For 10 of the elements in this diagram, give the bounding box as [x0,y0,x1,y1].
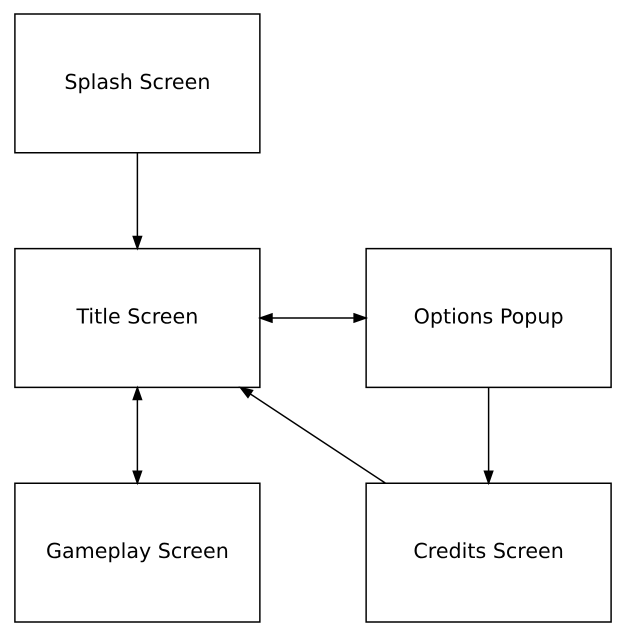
node-box: Credits Screen [365,482,612,623]
node-box: Options Popup [365,248,612,388]
arrow [132,153,143,251]
node-box: Title Screen [14,248,261,388]
arrow [132,386,143,486]
node-box: Splash Screen [14,13,261,154]
arrow [483,388,494,486]
node-box: Gameplay Screen [14,482,261,623]
arrow [258,312,368,324]
arrow [238,386,386,484]
